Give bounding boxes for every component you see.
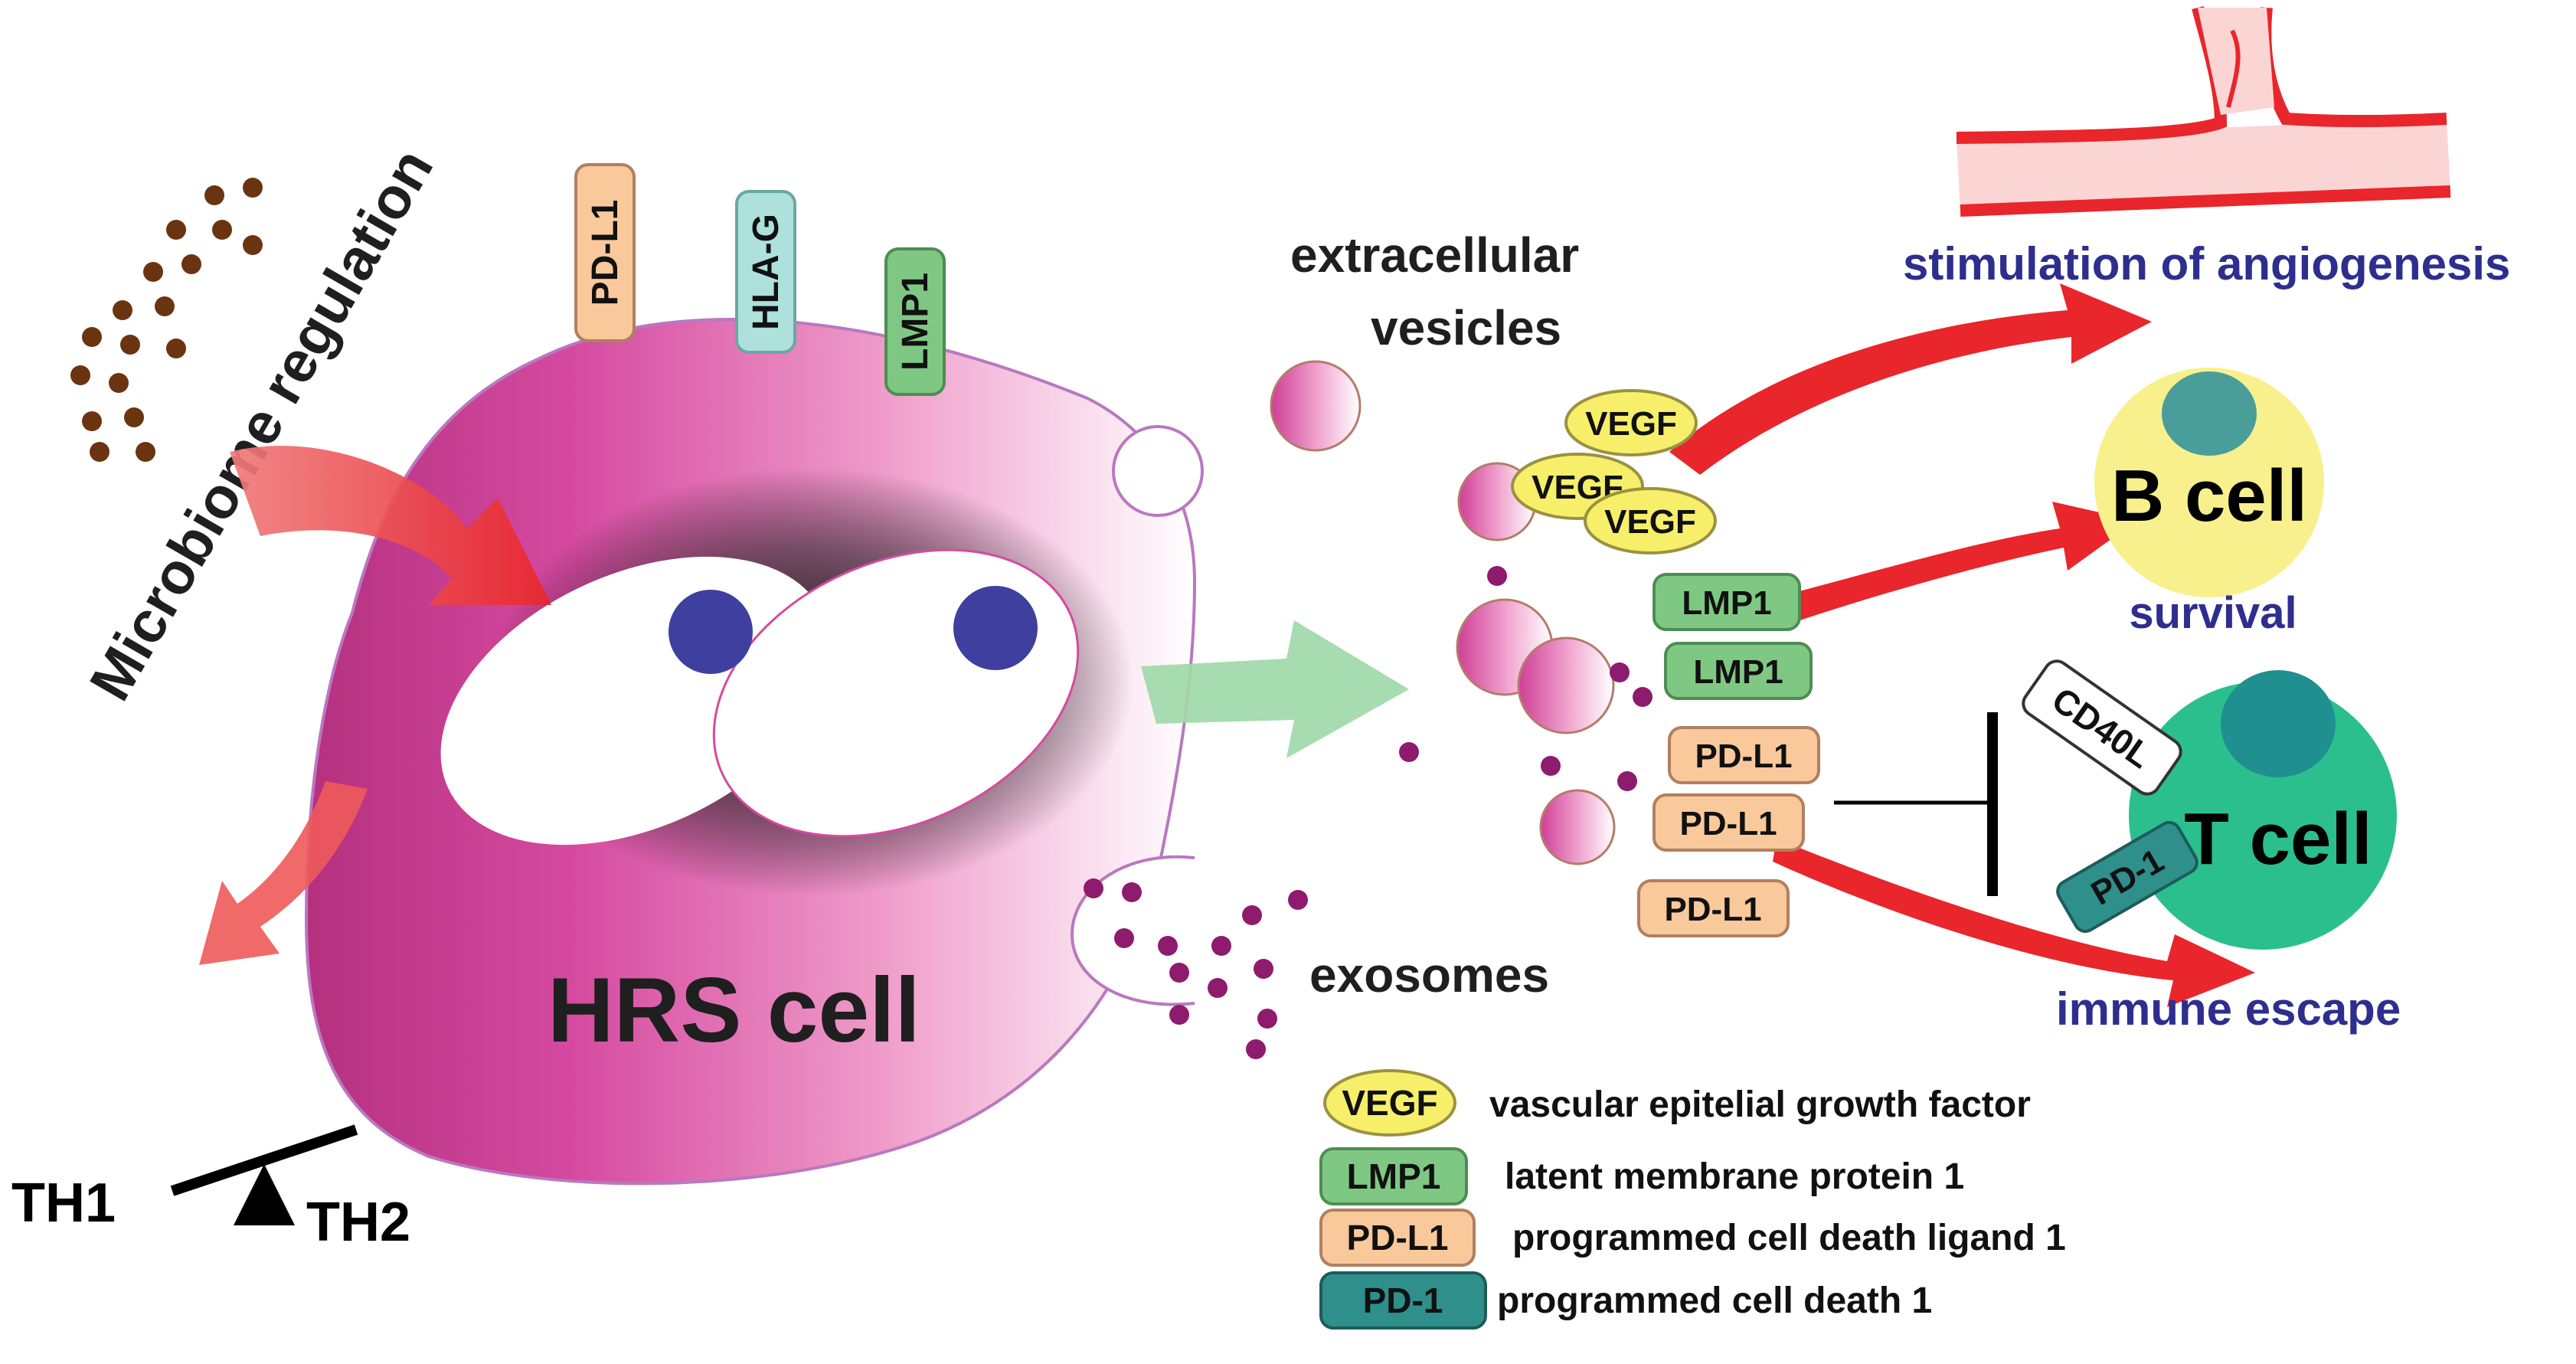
vegf-tag-3: VEGF xyxy=(1584,487,1717,554)
lmp1-tag-2: LMP1 xyxy=(1664,642,1813,700)
exosome-dots xyxy=(1084,566,1652,1059)
b-cell xyxy=(2094,368,2324,597)
survival-label: survival xyxy=(2129,588,2296,638)
lmp1-tag-1: LMP1 xyxy=(1652,573,1801,631)
exosomes-label: exosomes xyxy=(1309,947,1549,1003)
immune-escape-label: immune escape xyxy=(2056,983,2401,1035)
th2-label: TH2 xyxy=(306,1192,410,1253)
th1-label: TH1 xyxy=(11,1173,116,1234)
legend-pdl1-tag: PD-L1 xyxy=(1347,1218,1449,1258)
microbiome-arrow xyxy=(230,446,551,605)
t-cell-nucleus xyxy=(2221,670,2336,777)
legend-item-pdl1: PD-L1 programmed cell death ligand 1 xyxy=(1319,1209,2066,1267)
surface-marker-lmp1: LMP1 xyxy=(884,247,946,396)
legend-lmp1-text: latent membrane protein 1 xyxy=(1505,1156,1964,1197)
pdl1-tag-3: PD-L1 xyxy=(1637,879,1790,937)
pdl1-tag-1-label: PD-L1 xyxy=(1695,738,1792,775)
lmp1-tag-1-label: LMP1 xyxy=(1682,584,1771,622)
legend-item-vegf: VEGF vascular epitelial growth factor xyxy=(1323,1069,2031,1137)
legend-item-lmp1: LMP1 latent membrane protein 1 xyxy=(1319,1147,1964,1205)
pdl1-tag-3-label: PD-L1 xyxy=(1664,891,1761,928)
pdl1-tag-1: PD-L1 xyxy=(1668,726,1820,784)
seesaw-fulcrum xyxy=(234,1164,295,1225)
legend-lmp1-tag: LMP1 xyxy=(1347,1156,1441,1196)
microbiome-bacteria-dots xyxy=(70,178,263,462)
seesaw-beam xyxy=(170,1124,358,1196)
legend-vegf-tag: VEGF xyxy=(1342,1083,1437,1123)
surface-marker-lmp1-label: LMP1 xyxy=(895,273,936,371)
legend-pdl1-text: programmed cell death ligand 1 xyxy=(1512,1218,2066,1258)
nucleolus-left xyxy=(669,590,753,674)
budding-vesicle xyxy=(1112,425,1204,517)
vegf-tag-1: VEGF xyxy=(1564,389,1698,456)
b-cell-label: B cell xyxy=(2111,455,2307,537)
extracellular-label-line1: extracellular xyxy=(1290,227,1579,283)
legend-vegf-text: vascular epitelial growth factor xyxy=(1489,1084,2031,1125)
th-balance-arrow xyxy=(199,781,368,965)
t-cell xyxy=(2129,682,2397,950)
release-arrow xyxy=(1141,620,1409,758)
t-cell-label: T cell xyxy=(2184,798,2372,880)
extracellular-vesicles xyxy=(1270,360,1616,865)
surface-marker-hlag-label: HLA-G xyxy=(746,214,786,330)
extracellular-label-line2: vesicles xyxy=(1371,300,1561,355)
surface-marker-pdl1-label: PD-L1 xyxy=(585,200,626,306)
surface-marker-hlag: HLA-G xyxy=(735,190,796,354)
vegf-tag-3-label: VEGF xyxy=(1604,503,1696,541)
hrs-cell-label: HRS cell xyxy=(548,959,920,1061)
vegf-tag-1-label: VEGF xyxy=(1585,405,1677,443)
legend-pd1-text: programmed cell death 1 xyxy=(1497,1281,1932,1321)
surface-marker-pdl1: PD-L1 xyxy=(574,163,636,342)
legend-item-pd1: PD-1 programmed cell death 1 xyxy=(1319,1271,1932,1330)
blood-vessel xyxy=(1956,6,2451,217)
b-cell-arrow xyxy=(1777,502,2136,624)
pdl1-tag-2-label: PD-L1 xyxy=(1679,805,1777,842)
pdl1-tag-2: PD-L1 xyxy=(1652,793,1805,852)
immune-escape-arrow xyxy=(1773,839,2255,1007)
cd40l-tag: CD40L xyxy=(2022,659,2182,796)
legend-pd1-tag: PD-1 xyxy=(1363,1281,1443,1320)
lmp1-tag-2-label: LMP1 xyxy=(1693,653,1783,691)
exosome-pocket xyxy=(1070,855,1195,1006)
angiogenesis-arrow xyxy=(1669,283,2152,475)
b-cell-nucleus xyxy=(2162,371,2257,456)
angiogenesis-label: stimulation of angiogenesis xyxy=(1903,238,2510,289)
legend: VEGF vascular epitelial growth factor LM… xyxy=(1319,1069,2066,1330)
nucleolus-right xyxy=(953,586,1038,670)
